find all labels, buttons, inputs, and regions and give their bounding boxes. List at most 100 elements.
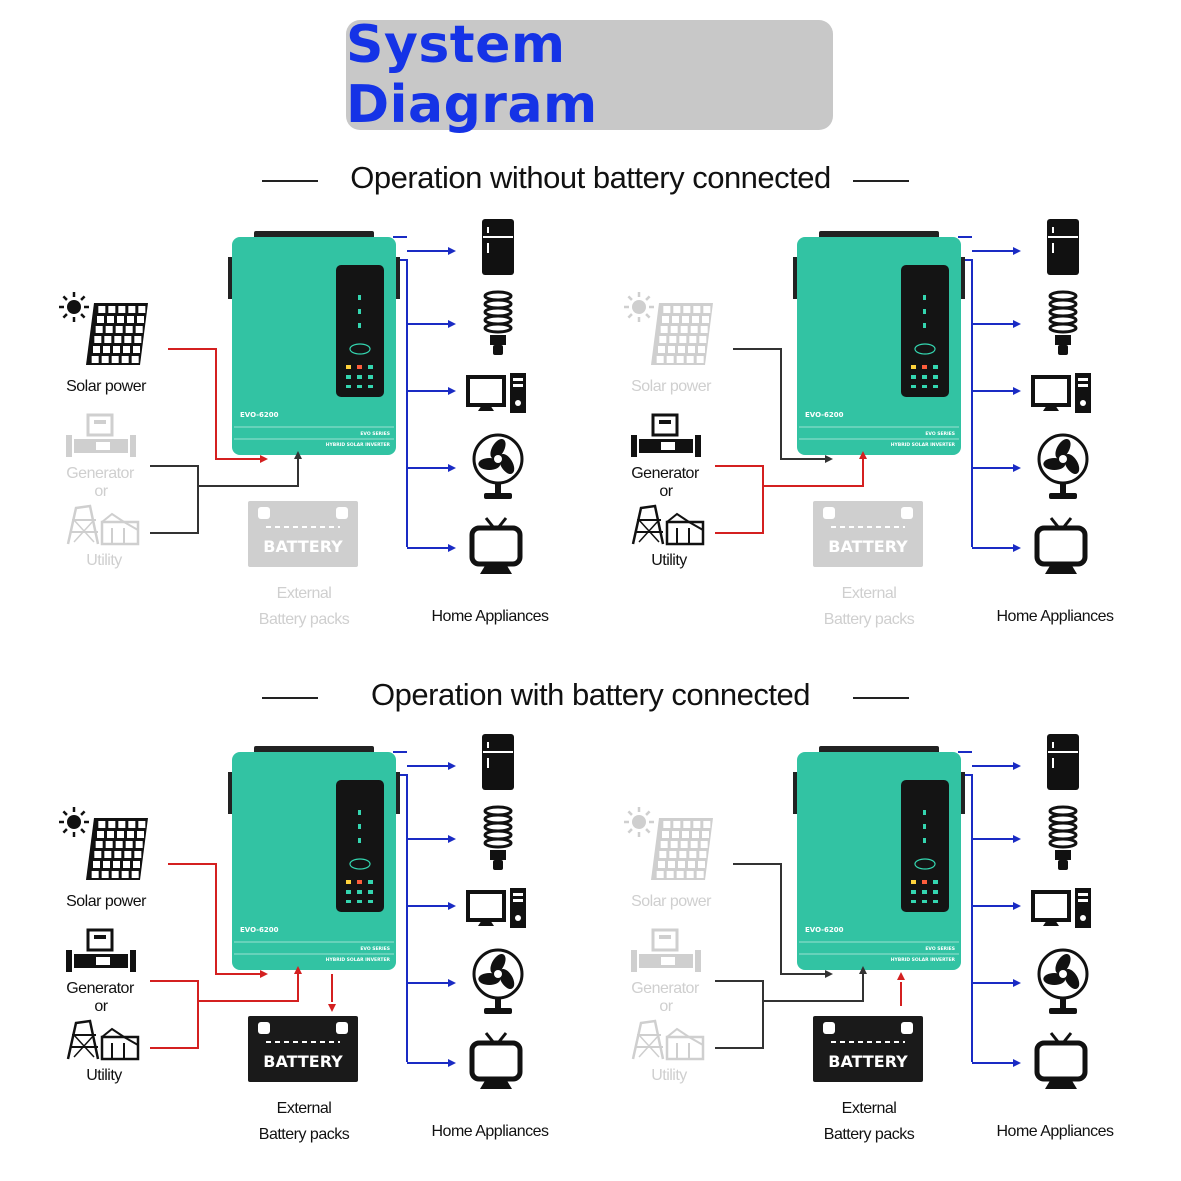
inverter-series-label: EVO SERIES (925, 431, 955, 437)
bulb-icon (1048, 805, 1078, 870)
generator-icon (66, 413, 136, 457)
external-label: External (276, 585, 332, 602)
solar-power-label: Solar power (66, 378, 146, 395)
battery-pack: BATTERY (813, 972, 923, 1082)
or-label: or (94, 998, 108, 1015)
output-lines (393, 236, 456, 552)
inverter-type-label: HYBRID SOLAR INVERTER (891, 957, 956, 963)
battery-label: BATTERY (828, 1052, 908, 1071)
home-appliances-label: Home Appliances (431, 608, 549, 625)
solar-line (168, 348, 262, 460)
fridge-icon (482, 219, 514, 275)
home-appliances-label: Home Appliances (996, 1123, 1114, 1140)
computer-icon (1031, 888, 1091, 928)
solar-power-label: Solar power (631, 378, 711, 395)
battery-label: BATTERY (263, 537, 343, 556)
output-arrow (1013, 902, 1021, 910)
generator-icon (631, 413, 701, 457)
section-title-without-battery: Operation without battery connected (350, 160, 831, 195)
appliances (466, 219, 526, 574)
solar-power-label: Solar power (631, 893, 711, 910)
generator-line (150, 459, 299, 487)
fan-icon (1037, 433, 1089, 499)
output-arrow (448, 320, 456, 328)
solar-power-label: Solar power (66, 893, 146, 910)
generator-label: Generator (631, 980, 699, 997)
solar-panel-icon (651, 818, 713, 880)
utility-label: Utility (86, 1067, 122, 1084)
output-arrow (448, 979, 456, 987)
solar-arrow (825, 970, 833, 978)
grid-arrow (859, 451, 867, 459)
or-label: or (94, 483, 108, 500)
external-label: External (841, 1100, 897, 1117)
source-lines (715, 348, 867, 534)
battery-pack: BATTERY (813, 501, 923, 567)
output-arrow (448, 1059, 456, 1067)
sun-icon (624, 807, 654, 837)
battery-packs-label: Battery packs (258, 611, 350, 628)
output-arrow (1013, 1059, 1021, 1067)
battery-pack: BATTERY (248, 501, 358, 567)
output-arrow (448, 387, 456, 395)
inverter-model-label: EVO-6200 (805, 411, 844, 419)
output-arrow (448, 544, 456, 552)
utility-label: Utility (651, 552, 687, 569)
fan-icon (472, 433, 524, 499)
section-divider (262, 180, 318, 182)
output-lines (958, 751, 1021, 1067)
inverter-model-label: EVO-6200 (805, 926, 844, 934)
inverter-model-label: EVO-6200 (240, 926, 279, 934)
generator-source (631, 928, 705, 1061)
generator-icon (66, 928, 136, 972)
section-title-with-battery: Operation with battery connected (371, 677, 810, 712)
tv-icon (1034, 1032, 1088, 1089)
appliances (1031, 219, 1091, 574)
section-divider (853, 697, 909, 699)
inverter-type-label: HYBRID SOLAR INVERTER (326, 442, 391, 448)
generator-line (150, 974, 299, 1002)
output-arrow (448, 464, 456, 472)
battery-pack: BATTERY (248, 974, 358, 1082)
home-appliances-label: Home Appliances (996, 608, 1114, 625)
battery-icon: BATTERY (248, 501, 358, 567)
title-box: System Diagram (346, 15, 833, 135)
computer-icon (466, 888, 526, 928)
or-label: or (659, 998, 673, 1015)
utility-line (715, 486, 764, 534)
generator-source (66, 928, 140, 1061)
external-label: External (841, 585, 897, 602)
utility-line (150, 1001, 199, 1049)
bulb-icon (483, 290, 513, 355)
output-arrow (448, 247, 456, 255)
solar-source (624, 807, 713, 880)
battery-icon: BATTERY (813, 501, 923, 567)
solar-arrow (825, 455, 833, 463)
tv-icon (1034, 517, 1088, 574)
page-title: System Diagram (346, 15, 598, 135)
sun-icon (59, 807, 89, 837)
source-lines (715, 863, 867, 1049)
battery-icon: BATTERY (248, 1016, 358, 1082)
generator-source (66, 413, 140, 546)
generator-source (631, 413, 705, 546)
battery-label: BATTERY (263, 1052, 343, 1071)
battery-icon: BATTERY (813, 1016, 923, 1082)
fridge-icon (1047, 219, 1079, 275)
solar-line (168, 863, 262, 975)
computer-icon (466, 373, 526, 413)
output-arrow (1013, 544, 1021, 552)
battery-packs-label: Battery packs (823, 1126, 915, 1143)
solar-panel-icon (651, 303, 713, 365)
external-label: External (276, 1100, 332, 1117)
utility-label: Utility (86, 552, 122, 569)
solar-line (733, 863, 827, 975)
solar-arrow (260, 455, 268, 463)
inverter-type-label: HYBRID SOLAR INVERTER (891, 442, 956, 448)
